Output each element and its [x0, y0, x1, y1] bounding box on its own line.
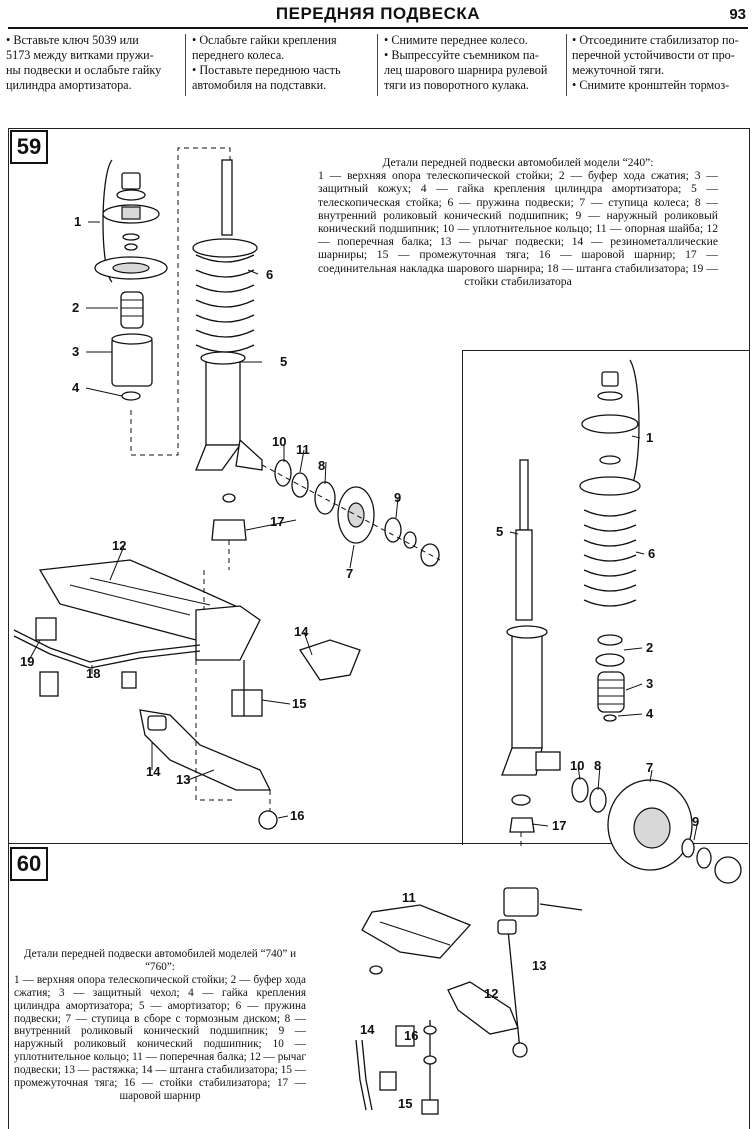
- figure-59-caption: Детали передней подвески автомобилей мод…: [318, 156, 718, 288]
- figure-divider: [8, 843, 748, 844]
- callout-3: 3: [646, 676, 653, 691]
- instruction-column-2: • Ослабьте гайки крепления переднего кол…: [192, 33, 372, 95]
- caption-body: 1 — верхняя опора телескопической стойки…: [318, 169, 718, 288]
- fig60-crossmember: [361, 887, 583, 975]
- fig59-inset-shock: [501, 459, 561, 776]
- fig59-inset-hub-disc: [509, 777, 742, 884]
- callout-1: 1: [74, 214, 81, 229]
- callout-17: 17: [552, 818, 566, 833]
- fig59-stabilizer-bar: [13, 617, 201, 697]
- callout-2: 2: [646, 640, 653, 655]
- instruction-text: • Вставьте ключ 5039 или 5173 между витк…: [6, 33, 162, 92]
- page-header: ПЕРЕДНЯЯ ПОДВЕСКА 93: [0, 0, 756, 30]
- callout-6: 6: [648, 546, 655, 561]
- figure-59-inset-frame: [462, 350, 749, 845]
- callout-8: 8: [318, 458, 325, 473]
- fig59-ball-joint-plate: [211, 493, 247, 570]
- column-divider: [377, 34, 378, 96]
- callout-14: 14: [146, 764, 161, 779]
- callout-17: 17: [270, 514, 284, 529]
- callout-12: 12: [484, 986, 498, 1001]
- caption-body: 1 — верхняя опора телескопической стойки…: [14, 973, 306, 1102]
- callout-19: 19: [20, 654, 34, 669]
- column-divider: [185, 34, 186, 96]
- callout-5: 5: [280, 354, 287, 369]
- caption-title: Детали передней подвески автомобилей мод…: [23, 948, 297, 973]
- instruction-text: • Ослабьте гайки крепления переднего кол…: [192, 33, 341, 92]
- figure-59-frame: [8, 128, 750, 1129]
- figure-60-caption: Детали передней подвески автомобилей мод…: [14, 948, 306, 1103]
- callout-6: 6: [266, 267, 273, 282]
- column-divider: [566, 34, 567, 96]
- instruction-column-1: • Вставьте ключ 5039 или 5173 между витк…: [6, 33, 182, 95]
- instruction-text: • Отсоедините стабилизатор по- перечной …: [572, 33, 739, 95]
- callout-13: 13: [532, 958, 546, 973]
- fig60-callouts: 11 12 13 14 15 16: [360, 890, 546, 1111]
- fig60-stabilizer: [355, 1020, 439, 1115]
- callout-11: 11: [296, 442, 310, 457]
- fig59-top-mount-group: [94, 159, 168, 283]
- figure-number-60: 60: [10, 847, 48, 881]
- callout-1: 1: [646, 430, 653, 445]
- callout-12: 12: [112, 538, 126, 553]
- callout-18: 18: [86, 666, 100, 681]
- instruction-text: • Снимите переднее колесо. • Выпрессуйте…: [384, 33, 548, 92]
- callout-14: 14: [294, 624, 309, 639]
- callout-2: 2: [72, 300, 79, 315]
- fig59-callouts: 1 2 3 4 5 6 7 8 9 10 11 12 13 14 14 15 1…: [20, 214, 401, 823]
- callout-8: 8: [594, 758, 601, 773]
- callout-7: 7: [346, 566, 353, 581]
- fig59-strut: [195, 159, 263, 471]
- callout-11: 11: [402, 890, 416, 905]
- instruction-column-4: • Отсоедините стабилизатор по- перечной …: [572, 33, 752, 95]
- callout-13: 13: [176, 772, 190, 787]
- callout-5: 5: [496, 524, 503, 539]
- callout-9: 9: [394, 490, 401, 505]
- callout-7: 7: [646, 760, 653, 775]
- caption-title: Детали передней подвески автомобилей мод…: [382, 156, 654, 169]
- callout-10: 10: [570, 758, 584, 773]
- instruction-column-3: • Снимите переднее колесо. • Выпрессуйте…: [384, 33, 562, 95]
- fig59-bump-stop-boot: [111, 291, 153, 401]
- callout-10: 10: [272, 434, 286, 449]
- callout-4: 4: [646, 706, 654, 721]
- fig59-coil-spring: [192, 238, 258, 353]
- figure-number-59: 59: [10, 130, 48, 164]
- fig60-control-arm: [447, 919, 528, 1058]
- fig59-inset-spring: [583, 509, 637, 722]
- callout-14: 14: [360, 1022, 375, 1037]
- callout-16: 16: [404, 1028, 418, 1043]
- fig59-inset-callouts: 1 2 3 4 5 6 7 8 9 10 17: [496, 430, 699, 833]
- header-rule: [8, 27, 748, 29]
- callout-16: 16: [290, 808, 304, 823]
- page-number: 93: [729, 6, 746, 23]
- callout-15: 15: [292, 696, 306, 711]
- fig59-control-arm: [139, 639, 361, 830]
- callout-3: 3: [72, 344, 79, 359]
- fig59-inset-top-mount: [579, 359, 641, 496]
- callout-15: 15: [398, 1096, 412, 1111]
- fig59-hub-group: [261, 459, 441, 567]
- section-title: ПЕРЕДНЯЯ ПОДВЕСКА: [275, 4, 481, 23]
- callout-leaders: [27, 221, 699, 841]
- callout-4: 4: [72, 380, 80, 395]
- callout-9: 9: [692, 814, 699, 829]
- fig59-crossmember: [38, 559, 261, 661]
